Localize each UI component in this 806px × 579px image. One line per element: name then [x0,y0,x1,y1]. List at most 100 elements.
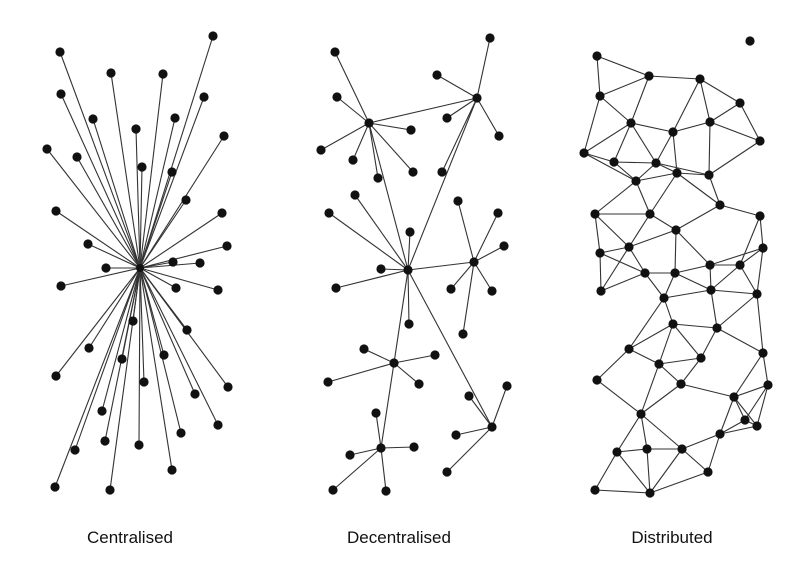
edge [756,293,764,354]
edge [658,357,702,365]
edge [600,272,646,292]
node [168,257,178,267]
edge [446,97,478,119]
edge [646,448,651,494]
node [464,391,474,401]
edge [710,264,741,291]
edge [699,78,711,123]
edge [655,131,674,164]
edge [450,261,475,290]
edge [640,413,683,450]
node [626,118,636,128]
node [414,379,424,389]
edge [759,215,764,249]
edge [139,96,205,269]
edge [680,357,702,385]
edge [368,122,414,173]
node [487,286,497,296]
caption-decentralised: Decentralised [347,528,451,547]
node [645,488,655,498]
node [755,136,765,146]
edge [138,267,141,446]
node [330,47,340,57]
edge [739,102,761,142]
node [696,353,706,363]
edge [616,451,651,494]
edge [92,118,141,269]
edge [719,419,746,435]
caption-distributed: Distributed [631,528,713,547]
node [316,145,326,155]
hub-edge [380,362,395,449]
node [672,168,682,178]
node [217,208,227,218]
edge [719,396,735,435]
edge [676,172,721,206]
node [703,467,713,477]
edge [675,204,721,231]
node [451,430,461,440]
node [494,131,504,141]
edge [672,121,711,133]
node [117,354,127,364]
edge [744,384,769,421]
node [70,445,80,455]
node [190,389,200,399]
edge [756,247,764,295]
node [213,420,223,430]
edge [708,121,711,176]
node [636,409,646,419]
edge [468,395,493,428]
edge [457,200,475,263]
edge [596,55,650,77]
node [208,31,218,41]
edge [699,78,741,104]
edge [630,75,650,124]
node [740,415,750,425]
edge [74,267,141,451]
node [350,190,360,200]
node [176,428,186,438]
edge [628,323,674,350]
edge [139,171,173,269]
node [328,485,338,495]
edge [594,213,630,248]
edge [710,289,718,329]
node [758,348,768,358]
node [715,429,725,439]
edge [630,122,657,164]
edge [139,267,182,434]
node [595,248,605,258]
edge [635,172,678,182]
node [359,344,369,354]
node [171,283,181,293]
node [50,482,60,492]
node [735,98,745,108]
node [51,206,61,216]
node [590,485,600,495]
node [332,92,342,102]
edge [658,363,682,385]
edge [139,199,187,269]
node [502,381,512,391]
node [453,196,463,206]
edge [363,348,395,364]
edge [139,245,228,269]
edge [680,383,735,398]
edge [655,162,710,176]
edge [733,384,769,398]
edge [616,413,642,453]
node [758,243,768,253]
node [705,260,715,270]
edge [762,352,769,386]
node [181,195,191,205]
node [430,350,440,360]
edge [710,289,758,295]
edge [320,122,370,151]
edge [709,121,761,142]
edge [719,204,761,217]
edge [672,131,678,174]
hub-node [469,257,479,267]
node [348,155,358,165]
edge [87,243,141,269]
